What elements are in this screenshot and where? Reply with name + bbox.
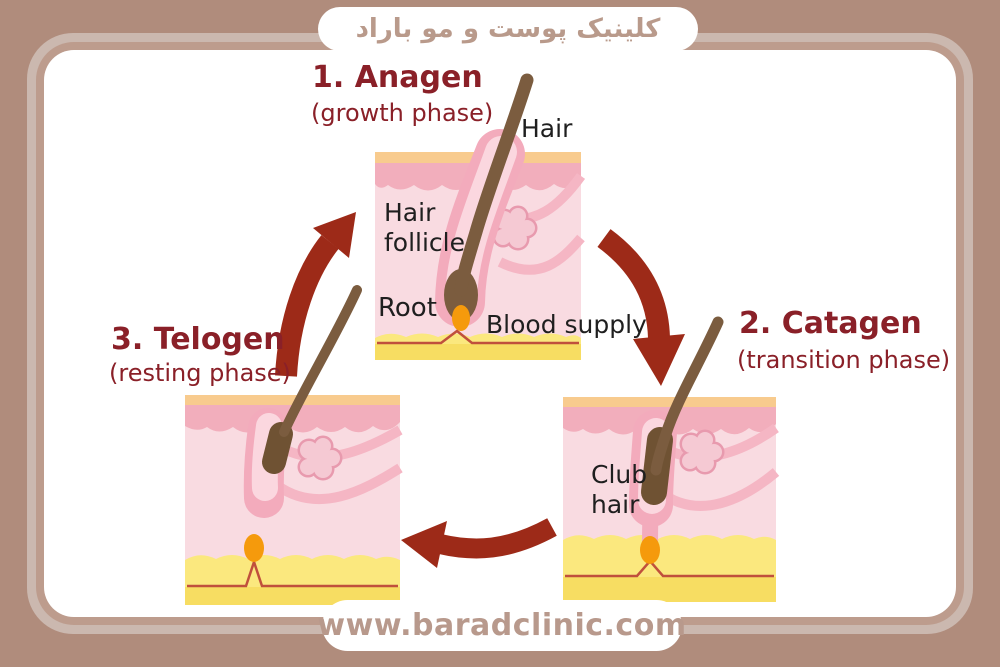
cycle-arrows bbox=[275, 212, 685, 568]
telogen-club-root bbox=[262, 422, 293, 474]
telogen-subtitle: (resting phase) bbox=[109, 359, 291, 387]
anagen-title: 1. Anagen bbox=[312, 60, 483, 95]
anagen-skin-panel bbox=[375, 73, 586, 360]
catagen-hair-shaft bbox=[650, 316, 724, 476]
arrow-telogen-to-anagen bbox=[275, 235, 339, 377]
hair-follicle-label: Hair follicle bbox=[384, 198, 466, 257]
anagen-subtitle: (growth phase) bbox=[311, 99, 494, 127]
telogen-skin-panel bbox=[185, 285, 403, 605]
anagen-dermal-papilla bbox=[452, 305, 470, 331]
root-label: Root bbox=[378, 293, 437, 323]
arrowhead-anagen-to-catagen bbox=[633, 334, 685, 386]
telogen-dermal-papilla bbox=[244, 534, 264, 562]
club-hair-label: Club hair bbox=[591, 460, 648, 519]
telogen-hair-shaft bbox=[279, 285, 362, 437]
anagen-duct-lower bbox=[497, 234, 585, 275]
arrowhead-catagen-to-telogen bbox=[401, 521, 447, 568]
catagen-skin-panel bbox=[563, 316, 780, 602]
hair-label: Hair bbox=[521, 114, 573, 143]
anagen-hair-shaft bbox=[454, 73, 534, 297]
catagen-title: 2. Catagen bbox=[739, 306, 922, 341]
anagen-blood-vessel bbox=[377, 329, 579, 345]
telogen-title: 3. Telogen bbox=[111, 322, 285, 357]
blood-supply-label: Blood supply bbox=[486, 310, 647, 339]
clinic-banner: کلینیک پوست و مو باراد bbox=[318, 7, 698, 51]
website-badge: www.baradclinic.com bbox=[317, 600, 686, 651]
catagen-dermal-papilla bbox=[640, 536, 660, 564]
website-url: www.baradclinic.com bbox=[317, 608, 687, 643]
catagen-duct-lower bbox=[657, 468, 780, 511]
arrowhead-telogen-to-anagen bbox=[313, 212, 356, 258]
arrow-catagen-to-telogen bbox=[437, 518, 557, 559]
clinic-name: کلینیک پوست و مو باراد bbox=[355, 14, 661, 44]
arrow-anagen-to-catagen bbox=[597, 229, 670, 339]
telogen-duct-lower bbox=[275, 463, 403, 505]
catagen-subtitle: (transition phase) bbox=[737, 346, 951, 374]
